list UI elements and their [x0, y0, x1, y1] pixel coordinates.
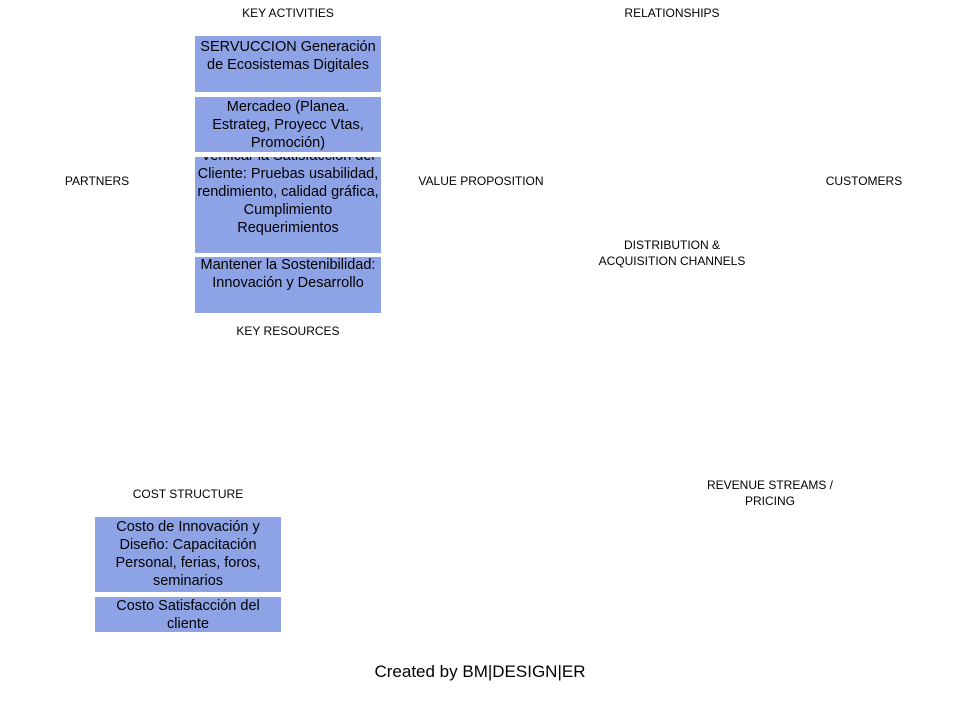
customers-heading: CUSTOMERS — [825, 174, 903, 188]
relationships-heading: RELATIONSHIPS — [624, 6, 720, 20]
distribution-heading-line2: ACQUISITION CHANNELS — [598, 254, 746, 268]
key-resources-heading: KEY RESOURCES — [236, 324, 340, 338]
revenue-streams-heading-line1: REVENUE STREAMS / — [706, 478, 834, 492]
footer-credit: Created by BM|DESIGN|ER — [374, 662, 586, 681]
key-activity-note-servuccion: SERVUCCION Generación de Ecosistemas Dig… — [195, 36, 381, 92]
key-activity-note-sostenibilidad: Mantener la Sostenibilidad: Innovación y… — [195, 257, 381, 313]
key-activity-note-text: Mercadeo (Planea. Estrateg, Proyecc Vtas… — [212, 99, 364, 151]
key-activity-note-text: Verificar la Satisfacción del Cliente: P… — [197, 157, 379, 236]
key-activities-heading: KEY ACTIVITIES — [242, 6, 334, 20]
key-activity-note-text: SERVUCCION Generación de Ecosistemas Dig… — [200, 39, 376, 73]
value-proposition-heading: VALUE PROPOSITION — [418, 174, 544, 188]
cost-note-text: Costo de Innovación y Diseño: Capacitaci… — [115, 519, 261, 589]
partners-heading: PARTNERS — [64, 174, 130, 188]
cost-structure-heading: COST STRUCTURE — [132, 487, 244, 501]
revenue-streams-heading: REVENUE STREAMS / PRICING — [670, 477, 870, 509]
cost-note-innovacion: Costo de Innovación y Diseño: Capacitaci… — [95, 517, 281, 592]
revenue-streams-heading-line2: PRICING — [744, 494, 795, 508]
key-activity-note-text: Mantener la Sostenibilidad: Innovación y… — [200, 257, 376, 291]
distribution-heading-line1: DISTRIBUTION & — [623, 238, 720, 252]
cost-note-satisfaccion: Costo Satisfacción del cliente — [95, 597, 281, 632]
key-activity-note-mercadeo: Mercadeo (Planea. Estrateg, Proyecc Vtas… — [195, 97, 381, 152]
distribution-heading: DISTRIBUTION & ACQUISITION CHANNELS — [572, 237, 772, 269]
cost-note-text: Costo Satisfacción del cliente — [116, 598, 260, 632]
key-activity-note-satisfaccion: Verificar la Satisfacción del Cliente: P… — [195, 157, 381, 253]
